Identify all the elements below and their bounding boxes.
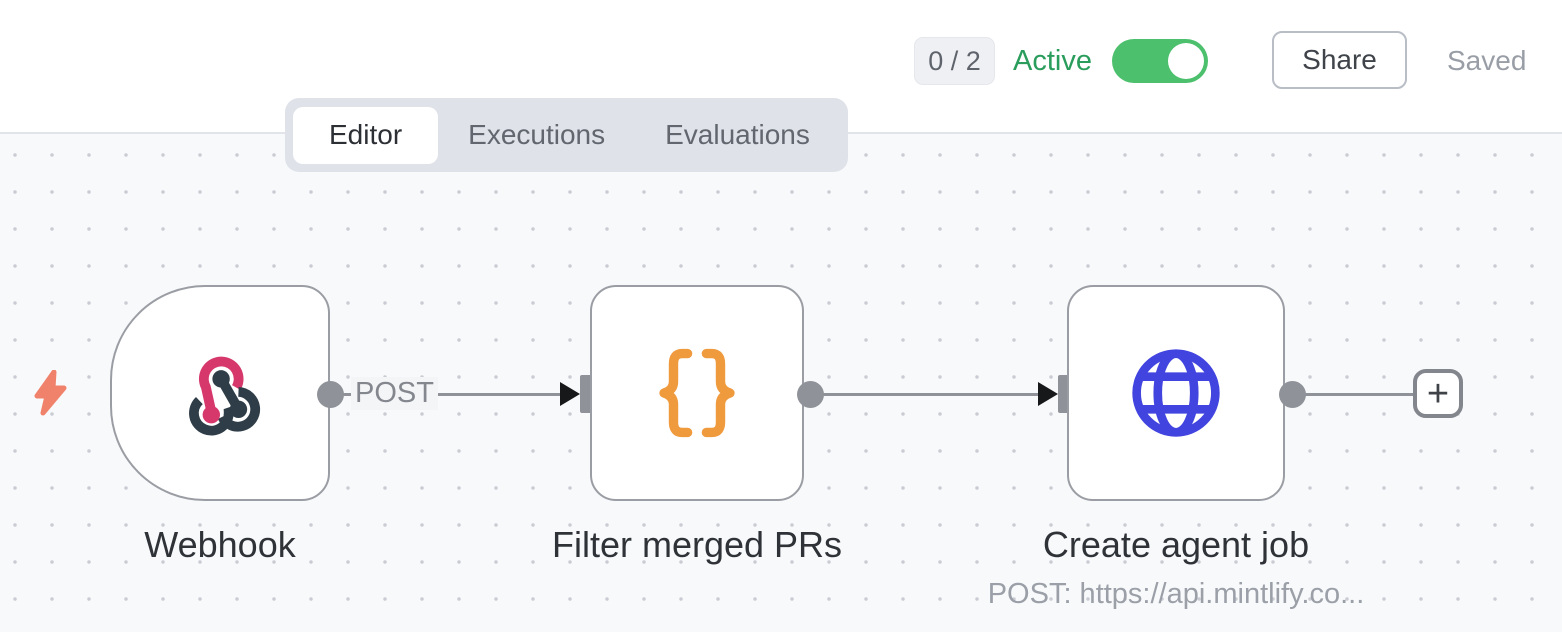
node-label-webhook: Webhook <box>144 524 296 565</box>
node-subtitle-create-agent-job: POST: https://api.mintlify.co... <box>987 578 1365 610</box>
edge-arrowhead <box>560 382 580 406</box>
webhook-icon <box>189 356 261 436</box>
active-toggle[interactable] <box>1112 39 1208 83</box>
workflow-canvas[interactable]: Webhook POST Filter merged PRs Create ag <box>0 132 1562 632</box>
node-label-create-agent-job: Create agent job <box>1042 524 1310 565</box>
save-status: Saved <box>1447 45 1527 76</box>
edge-label-post: POST <box>351 377 438 410</box>
edge-create-to-add[interactable] <box>1305 392 1417 396</box>
tab-evaluations[interactable]: Evaluations <box>665 119 810 150</box>
node-label-filter: Filter merged PRs <box>551 524 843 565</box>
code-braces-icon <box>659 348 735 438</box>
trigger-bolt-icon <box>34 370 67 416</box>
view-tabbar: Editor Executions Evaluations <box>285 98 848 172</box>
plus-icon: + <box>1426 372 1450 415</box>
tab-executions[interactable]: Executions <box>468 119 606 150</box>
node-filter-merged-prs[interactable] <box>590 285 804 501</box>
node-webhook[interactable] <box>110 285 330 501</box>
tab-editor[interactable]: Editor <box>293 106 439 164</box>
create-output-port[interactable] <box>1279 381 1306 408</box>
webhook-output-port[interactable] <box>317 381 344 408</box>
globe-icon <box>1132 349 1220 437</box>
toggle-knob <box>1168 43 1204 79</box>
node-create-agent-job[interactable] <box>1067 285 1285 501</box>
executions-counter-badge[interactable]: 0 / 2 <box>914 37 995 85</box>
active-toggle-label: Active <box>1013 45 1092 77</box>
edge-webhook-to-filter[interactable] <box>343 392 563 396</box>
filter-output-port[interactable] <box>797 381 824 408</box>
add-node-button[interactable]: + <box>1413 369 1463 418</box>
edge-filter-to-create[interactable] <box>823 392 1041 396</box>
edge-arrowhead <box>1038 382 1058 406</box>
share-button[interactable]: Share <box>1272 31 1407 89</box>
